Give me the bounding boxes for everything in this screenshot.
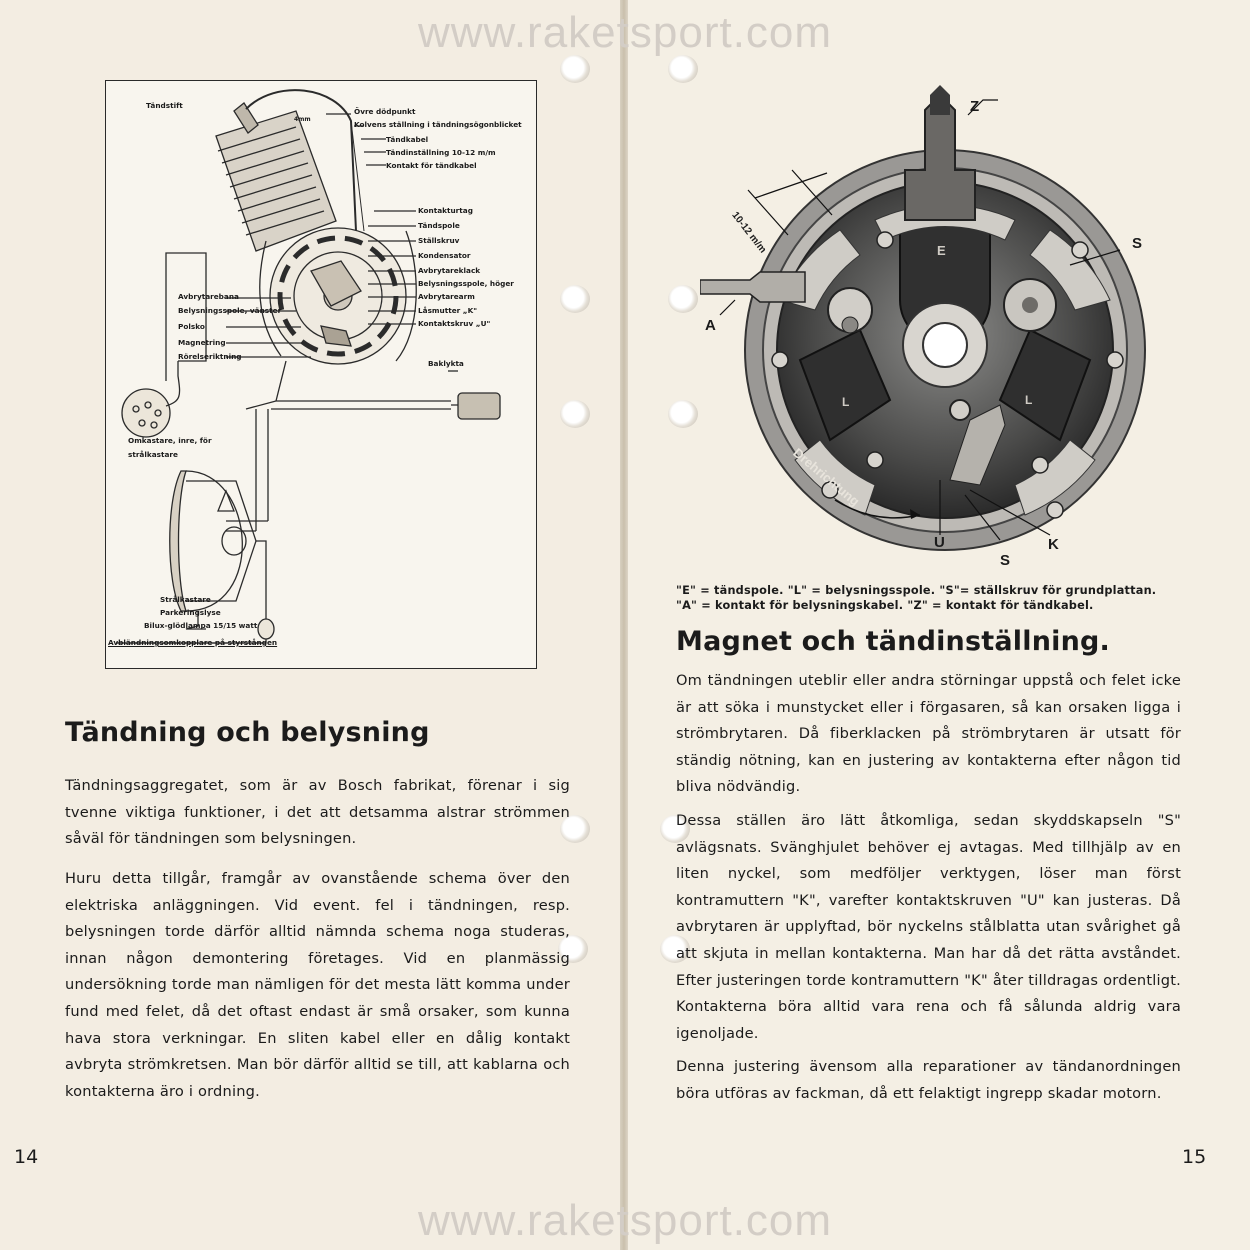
magneto-label-s1: S [1132, 235, 1143, 252]
label-bilux-glodlampa: Bilux-glödlampa 15/15 watt [144, 621, 258, 630]
label-stralkastare: Strålkastare [160, 595, 211, 604]
label-baklykta: Baklykta [428, 359, 464, 368]
label-rorelseriktning: Rörelseriktning [178, 352, 242, 361]
label-polsko: Polsko [178, 322, 205, 331]
label-ovre-dodpunkt: Övre dödpunkt [354, 107, 416, 116]
left-heading: Tändning och belysning [65, 717, 430, 748]
magneto-label-u: U [934, 534, 945, 551]
label-kondensator: Kondensator [418, 251, 471, 260]
label-avblandningsomkopplare: Avbländningsomkopplare på styrstången [108, 638, 278, 647]
punch-hole [558, 935, 588, 963]
label-tandstift: Tändstift [146, 101, 183, 110]
watermark-bottom: www.raketsport.com [417, 1196, 833, 1245]
label-kontakturtag: Kontakturtag [418, 206, 473, 215]
punch-hole [660, 815, 690, 843]
wiring-diagram: Tändstift Övre dödpunkt Kolvens ställnin… [105, 80, 537, 669]
magneto-figure: Z E S A L L K U S 10-12 m/m Drehrichtung [699, 70, 1200, 590]
punch-hole [560, 55, 590, 83]
right-paragraph-2: Dessa ställen äro lätt åtkomliga, sedan … [676, 812, 1181, 1042]
label-tandspole: Tändspole [418, 221, 460, 230]
label-kolvens-stallning: Kolvens ställning i tändningsögonblicket [354, 120, 522, 129]
left-paragraph-1: Tändningsaggregatet, som är av Bosch fab… [65, 777, 570, 848]
label-omkastare: Omkastare, inre, för [128, 436, 212, 445]
book-gutter [620, 0, 628, 1250]
magneto-drawing [699, 85, 1146, 551]
punch-hole [560, 285, 590, 313]
caption-line-2: "A" = kontakt för belysningskabel. "Z" =… [676, 599, 1094, 612]
label-tandinstallning: Tändinställning 10-12 m/m [386, 148, 496, 157]
punch-hole [560, 400, 590, 428]
left-paragraph-2: Huru detta tillgår, framgår av ovanståen… [65, 870, 570, 1100]
label-belysningsspole-vanster: Belysningsspole, vänster [178, 306, 282, 315]
label-stralkastare-omk: strålkastare [128, 450, 178, 459]
page-number-right: 15 [1182, 1146, 1207, 1168]
magneto-label-l2: L [1025, 393, 1033, 407]
label-stallskruv: Ställskruv [418, 236, 460, 245]
label-magnetring: Magnetring [178, 338, 226, 347]
punch-hole [668, 400, 698, 428]
label-avbrytarearm: Avbrytarearm [418, 292, 475, 301]
label-avbrytareklack: Avbrytareklack [418, 266, 481, 275]
punch-hole [668, 285, 698, 313]
magneto-label-e: E [937, 243, 946, 258]
magneto-label-a: A [705, 317, 716, 334]
right-heading: Magnet och tändinställning. [676, 626, 1110, 657]
label-tandkabel: Tändkabel [386, 135, 429, 144]
page-number-left: 14 [14, 1146, 39, 1168]
label-kontaktskruv: Kontaktskruv „U" [418, 319, 491, 328]
magneto-caption: "E" = tändspole. "L" = belysningsspole. … [676, 583, 1196, 613]
watermark-top: www.raketsport.com [417, 8, 833, 57]
right-paragraph-3: Denna justering ävensom alla reparatione… [676, 1058, 1181, 1102]
punch-hole [660, 935, 690, 963]
caption-line-1: "E" = tändspole. "L" = belysningsspole. … [676, 584, 1157, 597]
right-paragraph-1: Om tändningen uteblir eller andra störni… [676, 672, 1181, 796]
label-avbrytarebana: Avbrytarebana [178, 292, 239, 301]
label-parkeringslyse: Parkeringslyse [160, 608, 221, 617]
wiring-diagram-drawing [116, 89, 501, 644]
label-kontakt-tandkabel: Kontakt för tändkabel [386, 161, 477, 170]
magneto-label-l1: L [842, 395, 850, 409]
magneto-label-s2: S [1000, 552, 1011, 569]
label-belysningsspole-hoger: Belysningsspole, höger [418, 279, 514, 288]
label-4mm: 4mm [294, 116, 311, 123]
magneto-label-z: Z [970, 98, 980, 115]
punch-hole [668, 55, 698, 83]
punch-hole [560, 815, 590, 843]
magneto-label-k: K [1048, 536, 1059, 553]
label-lasmutter: Låsmutter „K" [418, 306, 478, 315]
